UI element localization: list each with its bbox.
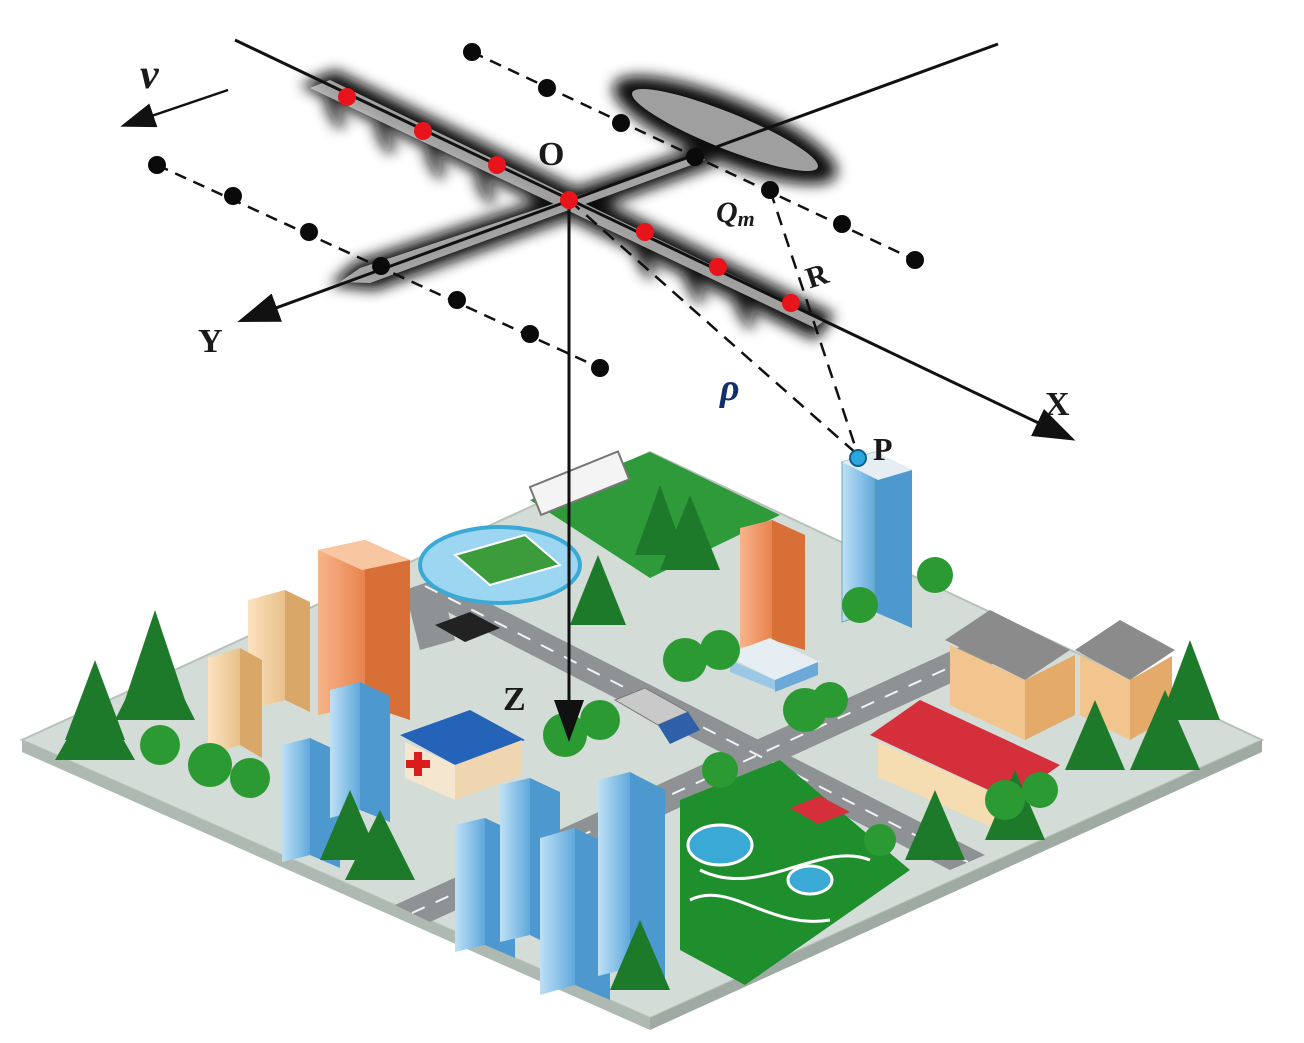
bus-shelter [528, 450, 631, 517]
aux-element [448, 291, 466, 309]
city-scene [19, 450, 1265, 1030]
orange-tower-right [740, 520, 805, 650]
beige-tower-small [208, 648, 262, 758]
label-velocity: v [140, 52, 160, 98]
labels: v O Y X Z P R ρ Qm [140, 52, 1070, 718]
label-rho: ρ [719, 367, 740, 409]
label-qm: Qm [716, 196, 755, 231]
low-building [725, 638, 820, 692]
warehouse-icon [870, 700, 1060, 835]
label-radius: R [802, 257, 833, 295]
house-icon [945, 610, 1175, 740]
array-element [709, 258, 727, 276]
aux-element [833, 215, 851, 233]
aux-element [538, 79, 556, 97]
truck-icon [613, 687, 700, 744]
aux-element [148, 156, 166, 174]
aux-element [906, 251, 924, 269]
road-left [405, 578, 455, 650]
car-icon [435, 612, 850, 824]
label-y-axis: Y [198, 323, 223, 360]
ground-plate-edge-right [650, 740, 1262, 1030]
array-element [338, 88, 356, 106]
stadium-pitch [452, 533, 563, 587]
label-origin: O [538, 136, 564, 173]
geometry-overlay [120, 38, 1076, 742]
array-element [488, 156, 506, 174]
target-point [849, 449, 867, 467]
array-elements [338, 88, 800, 312]
aux-element [612, 114, 630, 132]
ground-plate-edge [22, 740, 650, 1030]
aux-element [686, 148, 704, 166]
park-pond-icon-small [786, 864, 834, 896]
label-z-axis: Z [503, 681, 526, 718]
park-pond-icon [686, 823, 754, 867]
label-x-axis: X [1045, 386, 1070, 423]
label-point: P [873, 431, 893, 467]
array-element [782, 294, 800, 312]
aux-elements [148, 43, 924, 377]
r-line [768, 189, 860, 456]
along-track-axis [234, 38, 1076, 441]
label-qm-sub: m [738, 206, 755, 231]
array-element [414, 122, 432, 140]
aux-element [521, 325, 539, 343]
park-path [689, 854, 871, 923]
y-axis [237, 42, 999, 323]
label-qm-main: Q [716, 196, 738, 229]
aux-element [224, 187, 242, 205]
aux-element [463, 43, 481, 61]
aux-element [300, 223, 318, 241]
hospital-icon [400, 710, 525, 800]
array-element [560, 191, 578, 209]
rho-line [568, 199, 859, 456]
array-element [636, 223, 654, 241]
tree-icon [55, 485, 1220, 990]
aux-element [591, 359, 609, 377]
orange-tower [318, 540, 410, 720]
glass-towers-front [282, 682, 665, 1000]
aux-element [761, 181, 779, 199]
velocity-arrow [120, 88, 229, 128]
aux-element [372, 257, 390, 275]
